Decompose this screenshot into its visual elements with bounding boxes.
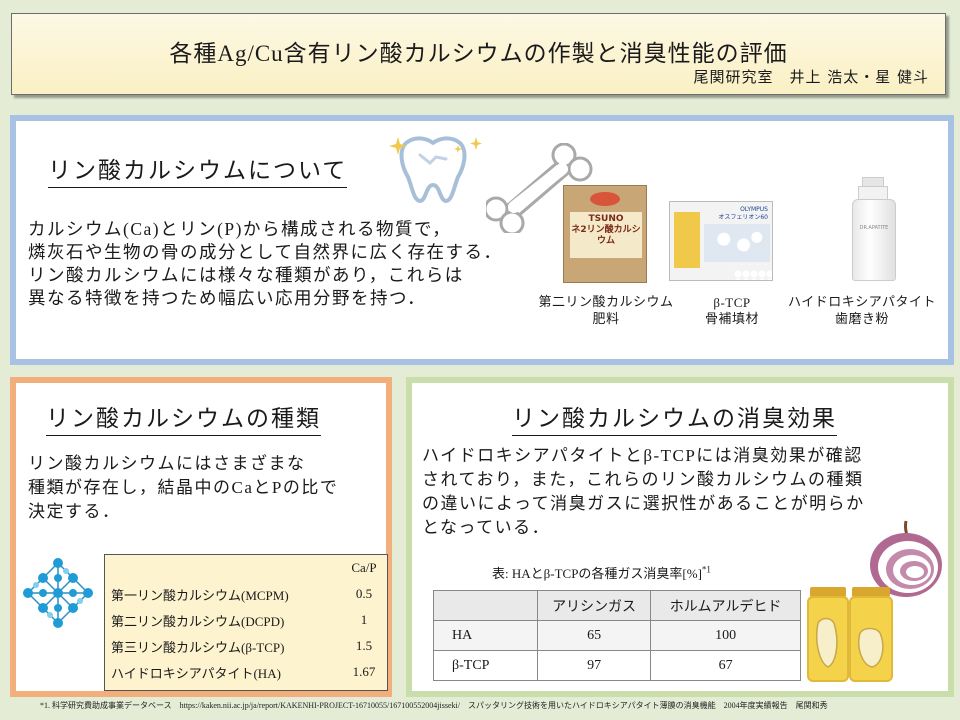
types-line: 種類が存在し，結晶中のCaとPの比で [28,478,339,497]
column-allicin: アリシンガス [536,590,652,621]
deodor-line: の違いによって消臭ガスに選択性があることが明らか [422,494,865,513]
about-section: リン酸カルシウムについて カルシウム(Ca)とリン(P)から構成される物質で， … [10,115,954,365]
about-heading: リン酸カルシウムについて [48,151,348,188]
poster-authors: 尾関研究室 井上 浩太・星 健斗 [693,68,929,86]
product-label-fertilizer: 第二リン酸カルシウム 肥料 [538,295,674,327]
types-heading: リン酸カルシウムの種類 [46,399,321,436]
types-line: リン酸カルシウムにはさまざまな [28,454,306,473]
bone-filler-package-image: OLYMPUS オスフェリオン60 [669,201,773,281]
table-row: HA 65 100 [433,620,801,651]
about-line: 異なる特徴を持つため幅広い応用分野を持つ． [28,288,427,308]
about-line: 燐灰石や生物の骨の成分として自然界に広く存在する． [28,242,503,262]
deodor-line: となっている． [422,518,551,537]
onion-icon [870,520,942,597]
types-line: 決定する． [28,502,121,521]
table-header-row: アリシンガス ホルムアルデヒド [433,590,801,621]
deodor-description: ハイドロキシアパタイトとβ-TCPには消臭効果が確認 されており，また，これらの… [422,444,865,540]
table-header-cap: Ca/P [351,560,377,575]
title-banner: 各種Ag/Cu含有リン酸カルシウムの作製と消臭性能の評価 尾関研究室 井上 浩太… [11,13,946,95]
table-header-row: Ca/P [105,555,387,581]
fertilizer-package-text: TSUNO ネ2リン酸カルシウム [571,214,641,246]
deodorization-section: リン酸カルシウムの消臭効果 ハイドロキシアパタイトとβ-TCPには消臭効果が確認… [406,377,954,697]
poster-title: 各種Ag/Cu含有リン酸カルシウムの作製と消臭性能の評価 [169,41,788,66]
tooth-icon [399,136,467,203]
footnote-reference: *1. 科学研究費助成事業データベース https://kaken.nii.ac… [40,701,828,710]
table-row: ハイドロキシアパタイト(HA) 1.67 [111,664,376,681]
fertilizer-package-image: TSUNO ネ2リン酸カルシウム [563,185,647,283]
deodor-line: ハイドロキシアパタイトとβ-TCPには消臭効果が確認 [422,446,863,465]
about-line: リン酸カルシウムには様々な種類があり，これらは [28,265,464,285]
product-label-ha: ハイドロキシアパタイト 歯磨き粉 [788,295,936,327]
gas-deodorization-table: アリシンガス ホルムアルデヒド HA 65 100 β-TCP 97 67 [433,590,801,681]
table-row: 第三リン酸カルシウム(β-TCP) 1.5 [111,638,373,655]
table-row: 第二リン酸カルシウム(DCPD) 1 [111,612,368,629]
types-section: リン酸カルシウムの種類 リン酸カルシウムにはさまざまな 種類が存在し，結晶中のC… [10,377,392,697]
toothpaste-bottle-text: DR.APATITE [859,225,889,231]
table-row: β-TCP 97 67 [433,650,801,681]
table-row: 第一リン酸カルシウム(MCPM) 0.5 [111,586,373,603]
toothpaste-bottle-image: DR.APATITE [848,177,900,283]
bone-filler-package-text: OLYMPUS オスフェリオン60 [718,206,768,221]
column-formaldehyde: ホルムアルデヒド [650,590,801,621]
sparkle-icon [389,137,482,155]
about-line: カルシウム(Ca)とリン(P)から構成される物質で， [28,219,452,239]
deodor-line: されており，また，これらのリン酸カルシウムの種類 [422,470,864,489]
about-description: カルシウム(Ca)とリン(P)から構成される物質で， 燐灰石や生物の骨の成分とし… [28,218,502,310]
deodor-heading: リン酸カルシウムの消臭効果 [512,399,837,436]
bone-icon [486,143,593,233]
crystal-lattice-icon [23,558,93,628]
garlic-jar-icon [807,587,893,682]
ca-p-ratio-table: Ca/P 第一リン酸カルシウム(MCPM) 0.5 第二リン酸カルシウム(DCP… [104,554,388,691]
product-label-btcp: β-TCP 骨補填材 [704,295,759,327]
gas-table-caption: 表: HAとβ-TCPの各種ガス消臭率[%]*1 [492,564,711,581]
types-description: リン酸カルシウムにはさまざまな 種類が存在し，結晶中のCaとPの比で 決定する． [28,452,338,524]
